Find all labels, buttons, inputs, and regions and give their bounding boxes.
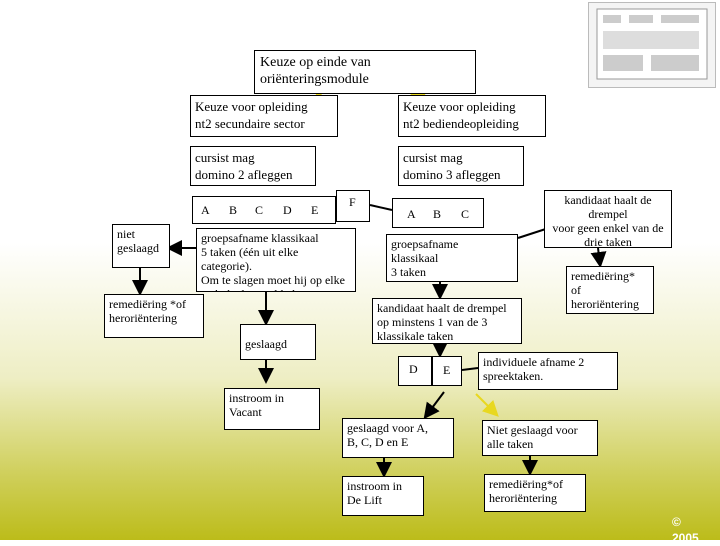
right-letters-box: A B C: [392, 198, 484, 228]
letter-d-box: D: [398, 356, 432, 386]
passed-all-box: geslaagd voor A, B, C, D en E: [342, 418, 454, 458]
individual-box: individuele afname 2 spreektaken.: [478, 352, 618, 390]
inflow-vacant-box: instroom in Vacant: [224, 388, 320, 430]
remediation-left-box: remediëring *of heroriëntering: [104, 294, 204, 338]
arrow-to-failed-all: [476, 394, 496, 414]
passed-box: geslaagd: [240, 324, 316, 360]
inflow-lift-box: instroom in De Lift: [342, 476, 424, 516]
remediation-final-box: remediëring*of heroriëntering: [484, 474, 586, 512]
domino-right-box: cursist mag domino 3 afleggen: [398, 146, 524, 186]
letter-b: B: [229, 203, 237, 217]
remediation-right-box: remediëring* of heroriëntering: [566, 266, 654, 314]
right-task-box: groepsafname klassikaal 3 taken: [386, 234, 518, 282]
letter-f-box: F: [336, 190, 370, 222]
left-task-box: groepsafname klassikaal 5 taken (één uit…: [196, 228, 356, 292]
letter-c: C: [255, 203, 263, 217]
line-f: [370, 205, 392, 210]
arrow-to-passed-all: [426, 392, 444, 416]
letter-e: E: [311, 203, 318, 217]
choice-right-box: Keuze voor opleiding nt2 bediendeopleidi…: [398, 95, 546, 137]
letter-a: A: [201, 203, 210, 217]
threshold-none-box: kandidaat haalt de drempel voor geen enk…: [544, 190, 672, 248]
letter-e-box: E: [432, 356, 462, 386]
failed-box: niet geslaagd: [112, 224, 170, 268]
failed-all-box: Niet geslaagd voor alle taken: [482, 420, 598, 456]
arrow-to-remediation-right: [598, 248, 600, 264]
letter-c-right: C: [461, 207, 469, 221]
letter-b-right: B: [433, 207, 441, 221]
header-box: Keuze op einde van oriënteringsmodule: [254, 50, 476, 94]
choice-left-box: Keuze voor opleiding nt2 secundaire sect…: [190, 95, 338, 137]
threshold-one-box: kandidaat haalt de drempel op minstens 1…: [372, 298, 522, 344]
letter-d: D: [283, 203, 292, 217]
left-letters-box: A B C D E: [192, 196, 336, 224]
letter-a-right: A: [407, 207, 416, 221]
domino-left-box: cursist mag domino 2 afleggen: [190, 146, 316, 186]
copyright-text: © 2005: [672, 514, 699, 546]
line-e-individual: [462, 368, 478, 370]
